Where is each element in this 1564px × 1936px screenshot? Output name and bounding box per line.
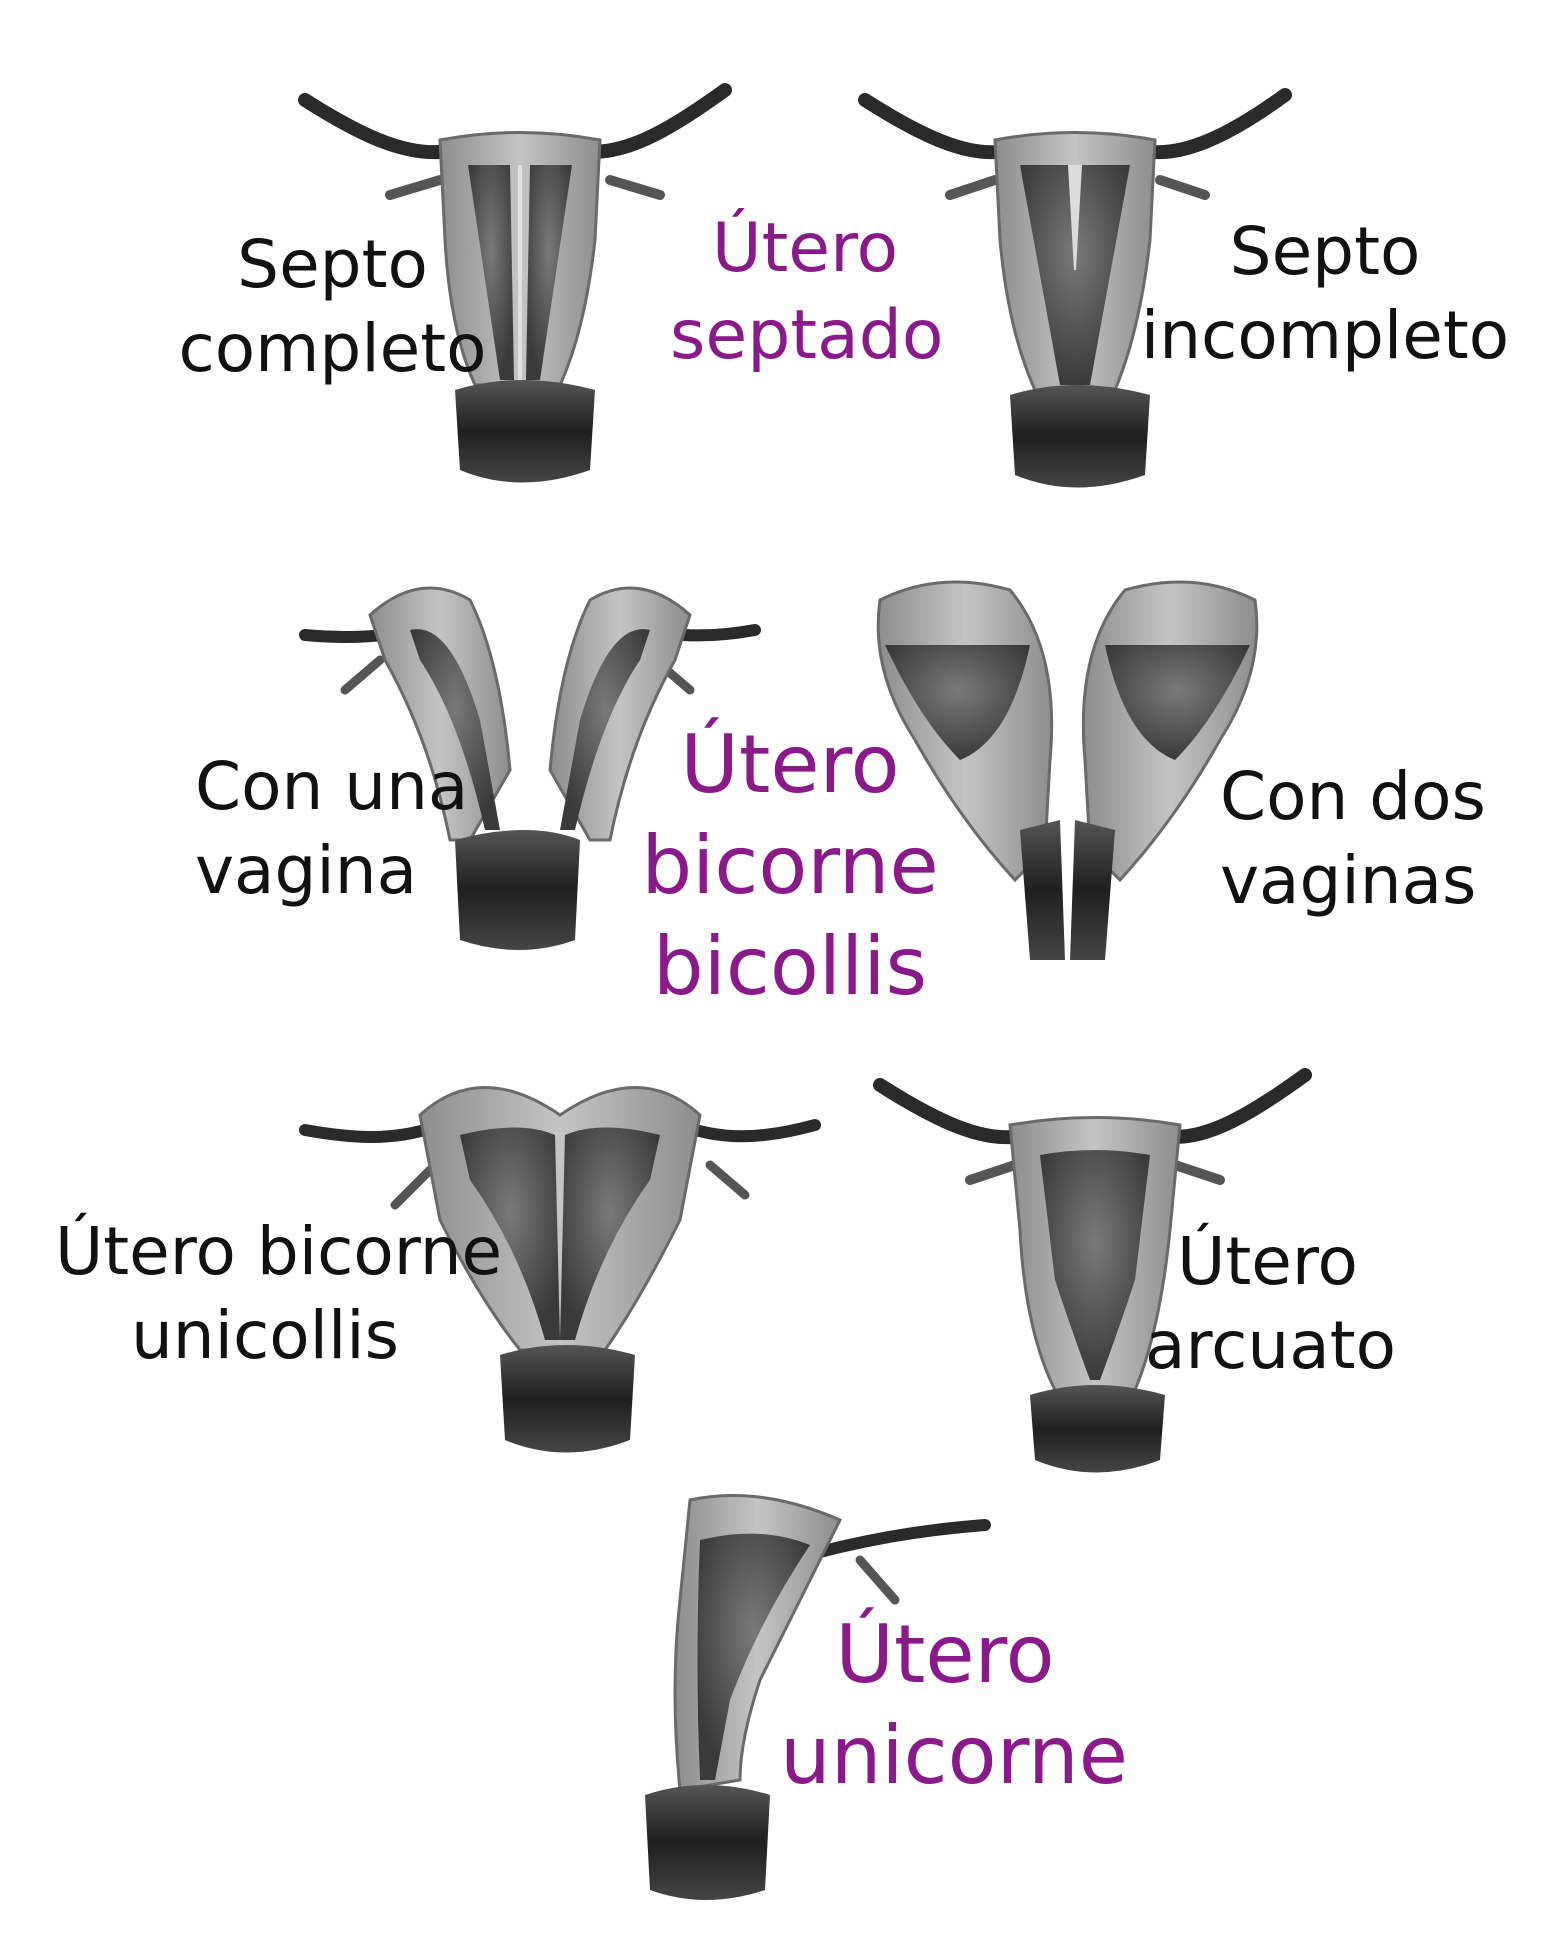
arcuate-cavity	[1040, 1150, 1150, 1380]
vagina-left	[1020, 820, 1065, 960]
uterus-septo-completo	[298, 83, 732, 483]
uterus-bicorne-unicollis	[299, 1086, 821, 1453]
label-line: arcuato	[1145, 1307, 1396, 1385]
uterus-bicorne-una-vagina	[299, 586, 761, 950]
title-line: bicorne	[641, 818, 939, 912]
septum	[518, 165, 522, 385]
uterus-arcuato	[873, 1068, 1312, 1473]
label-line: Con dos	[1220, 758, 1486, 835]
cervix	[455, 380, 595, 483]
label-line: Con una	[195, 748, 469, 825]
vagina-right	[1070, 820, 1115, 960]
partial-septum	[1068, 165, 1082, 270]
label-line: completo	[178, 310, 487, 388]
label-line: vagina	[195, 832, 418, 910]
label-arcuato: Útero arcuato	[1145, 1220, 1396, 1389]
title-utero-unicorne: Útero unicorne	[780, 1605, 1128, 1807]
label-line: Septo	[1229, 213, 1421, 290]
label-septo-incompleto: Septo incompleto	[1135, 210, 1515, 379]
fallopian-tube-left	[298, 93, 462, 160]
title-line: bicollis	[652, 919, 928, 1013]
label-con-dos-vaginas: Con dos vaginas	[1220, 755, 1486, 924]
title-line: septado	[670, 296, 944, 376]
label-line: incompleto	[1140, 297, 1510, 375]
label-line: Útero	[1177, 1223, 1358, 1300]
uterus-unicorne	[645, 1494, 991, 1900]
title-utero-septado: Útero septado	[670, 205, 944, 379]
label-bicorne-unicollis: Útero bicorne unicollis	[55, 1210, 503, 1379]
single-vagina	[455, 830, 580, 950]
title-line: Útero	[680, 718, 900, 811]
title-utero-bicorne-bicollis: Útero bicorne bicollis	[640, 715, 940, 1017]
label-line: Útero bicorne	[55, 1213, 503, 1290]
label-con-una-vagina: Con una vagina	[195, 745, 468, 914]
label-line: vaginas	[1220, 842, 1477, 920]
title-line: Útero	[835, 1608, 1055, 1701]
uterus-septo-incompleto	[858, 88, 1292, 488]
title-line: unicorne	[780, 1708, 1128, 1802]
label-septo-completo: Septo completo	[175, 223, 490, 392]
label-line: Septo	[237, 226, 428, 303]
title-line: Útero	[711, 209, 899, 288]
uterus-bicorne-dos-vaginas	[876, 580, 1259, 960]
label-line: unicollis	[130, 1297, 400, 1375]
